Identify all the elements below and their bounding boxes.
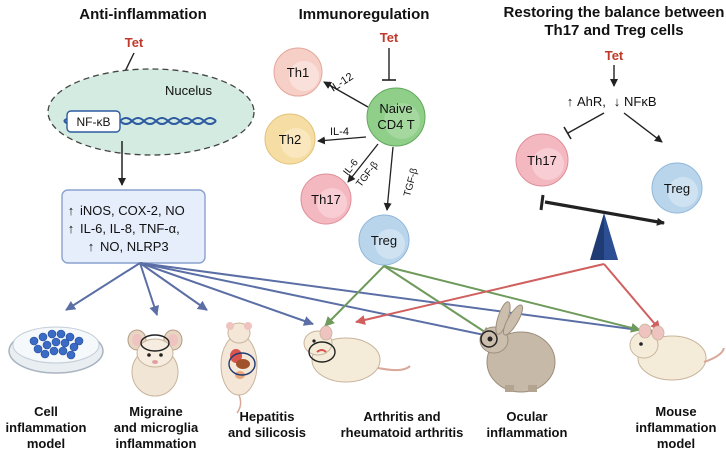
red-arrows [355,263,661,331]
model-6-line3: model [657,436,695,451]
naive-label-2: CD4 T [377,117,414,132]
up-arrow-1: ↑ [68,203,75,218]
inhibit-th17-line [567,112,605,134]
model-6-line1: Mouse [655,404,696,419]
model-3-line2: and silicosis [228,425,306,440]
anti-inflammation-panel: Tet Nucelus NF-κB ↑ iNOS, COX-2, NO ↑ IL… [47,35,255,264]
arrow-markers-to-mouse [139,262,655,336]
model-labels: Cell inflammation model Migraine and mic… [6,404,717,451]
mouse-model-icon [629,323,725,381]
th17-label-right: Th17 [527,153,557,168]
treg-label-right: Treg [664,181,690,196]
th17-cell-middle: Th17 [300,173,352,225]
model-3-line1: Hepatitis [240,409,295,424]
model-1-line2: inflammation [6,420,87,435]
treg-cell-middle: Treg [358,214,410,266]
petri-dish-icon [8,326,104,374]
title-anti-inflammation: Anti-inflammation [79,6,207,23]
treg-cell-right: Treg [651,162,703,214]
th1-cell: Th1 [273,47,323,97]
naive-label-1: Naive [379,101,412,116]
mouse-head-icon [127,329,183,397]
up-arrow-2: ↑ [68,221,75,236]
naive-cd4-cell: Naive CD4 T [366,87,426,147]
green-arrow-to-mouse [383,265,641,333]
arrow-markers-to-arthritis [139,262,314,326]
rabbit-icon [479,301,556,393]
nucleus-label: Nucelus [165,83,212,98]
il6-label: IL-6 [341,157,361,178]
model-1-line3: model [27,436,65,451]
model-4-line1: Arthritis and [363,409,440,424]
il4-label: IL-4 [330,126,349,138]
arrow-markers-to-ocular [139,262,495,341]
marker-line-1: iNOS, COX-2, NO [80,203,185,218]
red-arrow-to-arthritis [355,263,605,325]
naive-to-th2-arrow [317,136,367,145]
marker-line-3: NO, NLRP3 [100,239,169,254]
nfkb-label: NF-κB [77,115,111,129]
title-immunoregulation: Immunoregulation [299,6,430,23]
seesaw-inhibit-bar [539,194,545,211]
immunoregulation-panel: Tet Th1 Th2 Th17 Treg Naive CD4 T [264,30,426,266]
red-arrow-to-mouse [603,263,661,331]
promote-treg-arrow [623,112,663,143]
seesaw-fulcrum-shade [604,213,618,260]
arrow-markers-to-cell-model [65,262,141,311]
markers-box [61,189,206,264]
il12-label: IL-12 [328,71,356,95]
model-1-line1: Cell [34,404,58,419]
marker-line-2: IL-6, IL-8, TNF-α, [80,221,180,236]
title-balance-line2: Th17 and Treg cells [544,22,683,39]
tet-label-left: Tet [125,35,144,50]
th2-cell: Th2 [264,113,316,165]
model-2-line2: and microglia [114,420,199,435]
th1-label: Th1 [287,65,309,80]
nfkb-box [66,110,121,133]
tet-label-right: Tet [605,48,624,63]
tet-label-middle: Tet [380,30,399,45]
model-5-line1: Ocular [506,409,547,424]
title-balance-line1: Restoring the balance between [504,4,725,21]
model-6-line2: inflammation [636,420,717,435]
ahr-up-arrow: ↑ [567,94,574,109]
model-4-line2: rheumatoid arthritis [341,425,464,440]
th17-cell-right: Th17 [515,133,569,187]
up-arrow-3: ↑ [88,239,95,254]
seesaw-beam [544,200,665,226]
arrow-markers-to-migraine [139,262,159,316]
model-5-line2: inflammation [487,425,568,440]
green-arrow-to-ocular [383,265,492,337]
model-2-line3: inflammation [116,436,197,451]
inhibit-th17-bar [563,126,572,140]
arrow-markers-to-hepatitis [139,262,208,311]
tgfb-label-treg: TGF-β [402,167,420,198]
nucleus [47,68,255,156]
treg-label-middle: Treg [371,233,397,248]
nfkb-down-arrow: ↓ [614,94,621,109]
balance-panel: Tet ↑ AhR, ↓ NFκB Th17 Treg [515,48,703,260]
naive-to-treg-arrow [383,146,394,211]
naive-to-th1-arrow [323,81,369,108]
naive-to-th17-arrow [347,143,379,183]
ahr-label: AhR, [577,94,606,109]
green-arrow-to-arthritis [324,265,385,327]
th17-label-middle: Th17 [311,192,341,207]
blue-arrows [65,262,655,341]
th2-label: Th2 [279,132,301,147]
green-arrows [324,265,641,337]
anatomy-mouse-icon [220,322,258,414]
nfkb-balance-label: NFκB [624,94,657,109]
model-2-line1: Migraine [129,404,182,419]
arthritis-mouse-icon [303,325,411,383]
